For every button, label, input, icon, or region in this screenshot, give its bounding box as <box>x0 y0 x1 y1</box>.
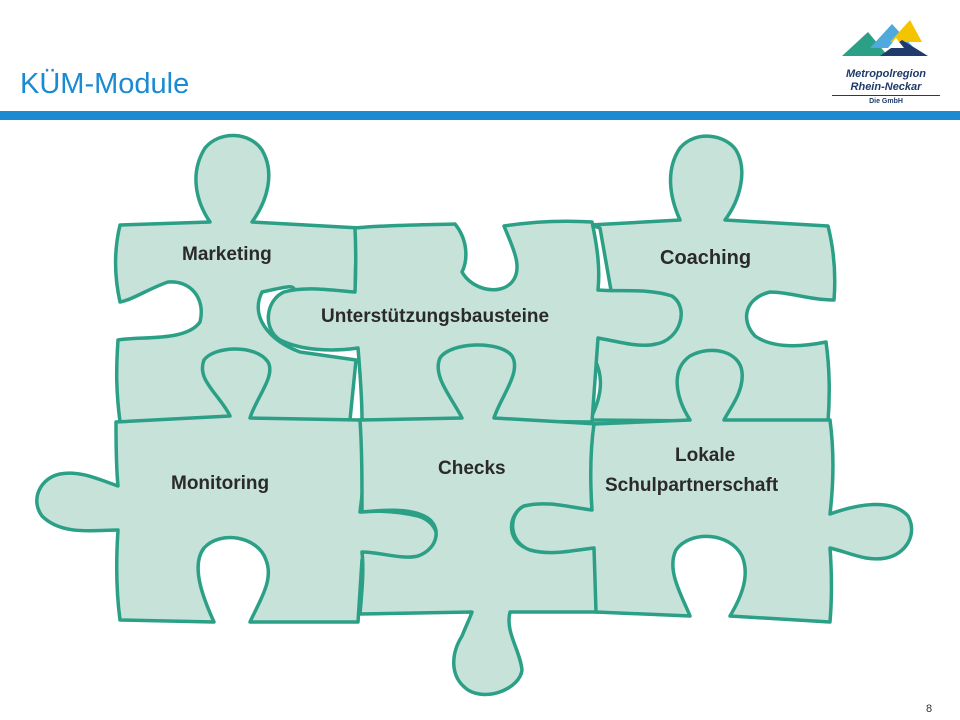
logo-divider <box>832 95 940 96</box>
label-coaching: Coaching <box>660 247 752 269</box>
logo-text-line1: Metropolregion <box>845 68 927 80</box>
puzzle-piece-lokale-schulpartnerschaft <box>510 348 914 624</box>
puzzle-piece-checks <box>358 343 600 697</box>
logo-subline: Die GmbH <box>869 98 903 105</box>
label-unterstuetzungsbausteine: Unterstützungsbausteine <box>321 306 550 327</box>
puzzle-piece-unterstuetzungsbausteine <box>266 219 683 424</box>
logo-mark-icon <box>842 20 928 56</box>
page-number: 8 <box>926 703 933 715</box>
puzzle-piece-marketing <box>113 133 362 424</box>
label-monitoring: Monitoring <box>171 473 270 494</box>
label-schulpartnerschaft: Schulpartnerschaft <box>605 475 779 496</box>
label-marketing: Marketing <box>182 244 272 265</box>
logo-text-line2: Rhein-Neckar <box>850 81 922 93</box>
company-logo: Metropolregion Rhein-Neckar Die GmbH <box>830 18 942 116</box>
label-checks: Checks <box>438 458 506 479</box>
puzzle-piece-coaching <box>588 134 837 424</box>
title-rule <box>0 111 960 120</box>
slide-title: KÜM-Module <box>20 68 190 100</box>
puzzle-piece-monitoring <box>35 347 440 624</box>
label-lokale: Lokale <box>675 445 736 466</box>
